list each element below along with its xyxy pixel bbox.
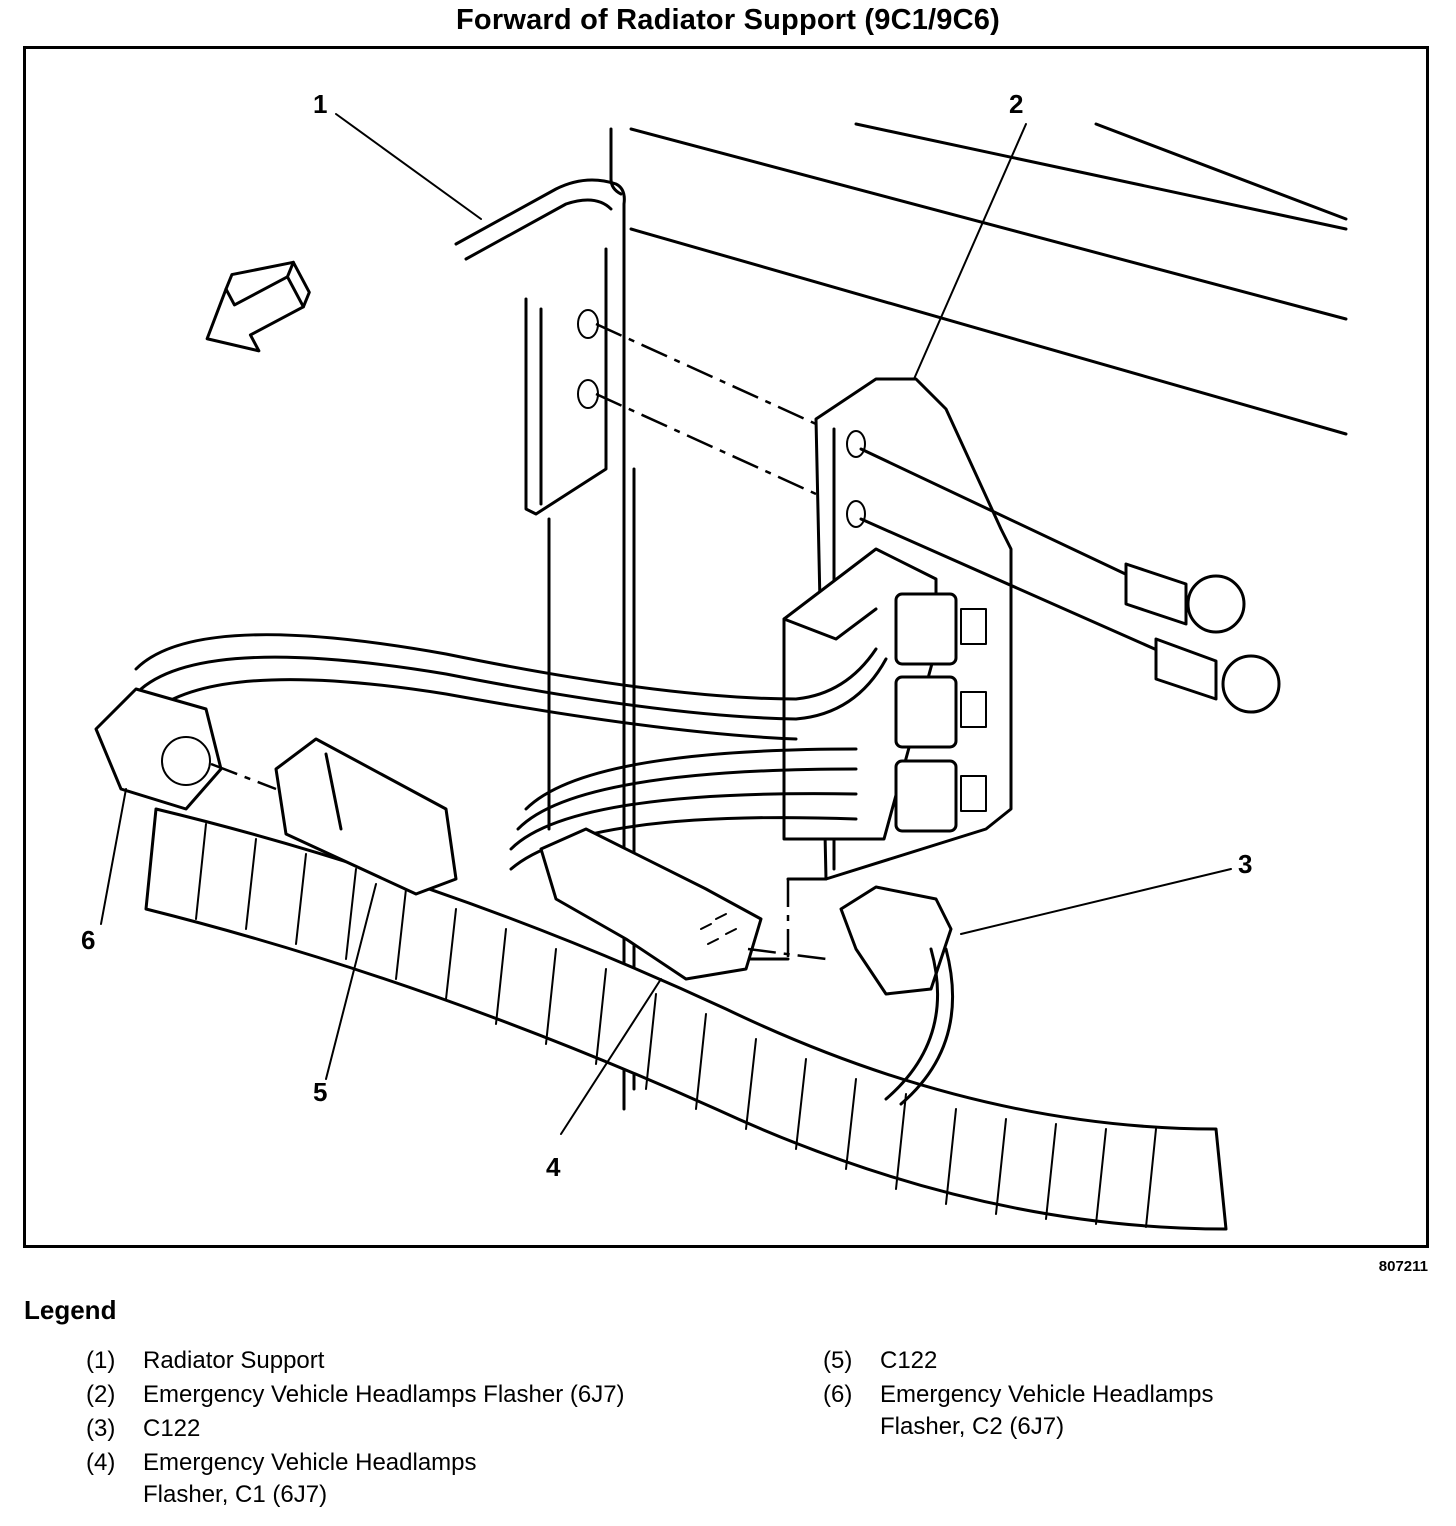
legend-label: C122	[880, 1347, 938, 1374]
radiator-support-drawing	[454, 122, 1348, 1111]
callout-4: 4	[546, 1152, 561, 1182]
legend-item: (1) Radiator Support	[86, 1345, 625, 1377]
diagram-illustration	[94, 113, 1348, 1231]
diagram-frame: 1 2 3 4 5 6	[23, 46, 1429, 1248]
bolt-drawing	[859, 447, 1281, 714]
legend-number: (6)	[823, 1381, 853, 1408]
legend-column-right: (5) C122 (6) Emergency Vehicle Headlamps…	[823, 1345, 1214, 1445]
legend-item: (6) Emergency Vehicle Headlamps Flasher,…	[823, 1379, 1214, 1443]
callout-2: 2	[1009, 89, 1024, 119]
legend-label: C122	[143, 1415, 201, 1442]
legend-item: (2) Emergency Vehicle Headlamps Flasher …	[86, 1379, 625, 1411]
callout-3: 3	[1238, 849, 1253, 879]
legend-number: (1)	[86, 1347, 116, 1374]
legend-column-left: (1) Radiator Support (2) Emergency Vehic…	[86, 1345, 625, 1513]
legend-number: (5)	[823, 1347, 853, 1374]
wire-harness-drawing	[134, 633, 1228, 1231]
legend-title: Legend	[24, 1295, 117, 1325]
callout-1: 1	[313, 89, 328, 119]
legend-label: Radiator Support	[143, 1347, 325, 1374]
legend-label: Emergency Vehicle Headlamps Flasher, C2 …	[880, 1381, 1214, 1440]
callout-5: 5	[313, 1077, 328, 1107]
legend-label: Emergency Vehicle Headlamps Flasher (6J7…	[143, 1381, 625, 1408]
legend-item: (4) Emergency Vehicle Headlamps Flasher,…	[86, 1447, 625, 1511]
flasher-bracket-drawing	[782, 377, 1013, 881]
legend-number: (4)	[86, 1449, 116, 1476]
legend-number: (2)	[86, 1381, 116, 1408]
figure-id: 807211	[1378, 1258, 1428, 1275]
leader-lines	[100, 113, 1232, 1135]
legend-item: (3) C122	[86, 1413, 625, 1445]
forward-arrow	[205, 260, 311, 353]
legend-label: Emergency Vehicle Headlamps Flasher, C1 …	[143, 1449, 477, 1508]
legend-number: (3)	[86, 1415, 116, 1442]
diagram-title: Forward of Radiator Support (9C1/9C6)	[456, 4, 1000, 36]
legend-item: (5) C122	[823, 1345, 1214, 1377]
callout-6: 6	[81, 925, 96, 955]
connector-drawing	[94, 687, 955, 1106]
